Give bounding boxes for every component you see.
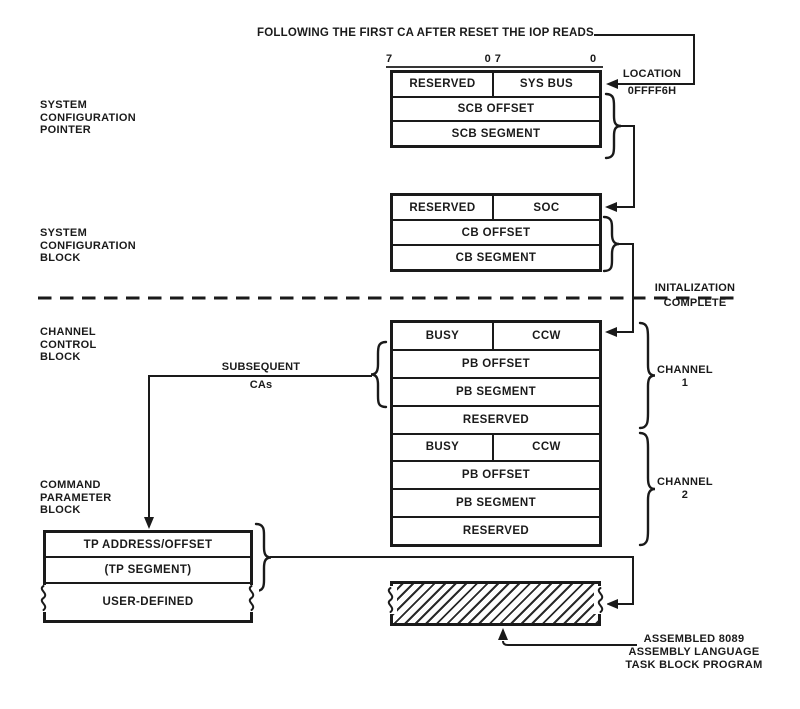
brace-cpb-pointer — [254, 522, 272, 593]
arrow-line-reset-read — [594, 34, 695, 85]
tear-squiggle-hatch-left — [387, 587, 394, 613]
top-note: FOLLOWING THE FIRST CA AFTER RESET THE I… — [257, 27, 594, 39]
ccb-ch2-row-0: BUSY CCW — [393, 432, 599, 461]
brace-channel-2 — [638, 431, 656, 547]
scp-row-0: RESERVED SYS BUS — [393, 73, 599, 96]
location-label: LOCATION — [622, 68, 682, 80]
arrowhead-assembled — [498, 628, 508, 640]
field-busy: BUSY — [393, 323, 494, 349]
subsequent-ca-label-line1: SUBSEQUENT — [221, 361, 301, 373]
label-command-parameter-block: COMMAND PARAMETER BLOCK — [40, 479, 112, 516]
field-soc: SOC — [533, 201, 560, 214]
field-reserved: RESERVED — [393, 404, 599, 433]
field-cb-segment: CB SEGMENT — [393, 244, 599, 269]
tear-squiggle-cpb-left — [40, 585, 47, 611]
ccb-ch1-row-0: BUSY CCW — [393, 323, 599, 349]
brace-scp-pointer — [604, 92, 622, 160]
label-channel-1: CHANNEL 1 — [657, 364, 713, 389]
field-pb-offset: PB OFFSET — [393, 460, 599, 488]
field-user-defined: USER-DEFINED — [46, 582, 250, 620]
field-tp-address-offset: TP ADDRESS/OFFSET — [83, 538, 213, 551]
cpb-register-block: TP ADDRESS/OFFSET (TP SEGMENT) USER-DEFI… — [43, 530, 253, 623]
arrowhead-taskblock — [606, 599, 618, 609]
scb-register-block: RESERVED SOC CB OFFSET CB SEGMENT — [390, 193, 602, 272]
scp-register-block: RESERVED SYS BUS SCB OFFSET SCB SEGMENT — [390, 70, 602, 148]
label-channel-2: CHANNEL 2 — [657, 476, 713, 501]
arrowhead-location — [606, 79, 618, 89]
init-divider-line2: COMPLETE — [663, 297, 727, 309]
bit-label-0-7: 0 7 — [484, 53, 502, 65]
subsequent-ca-label-line2: CAs — [249, 379, 273, 391]
arrowhead-ccw — [605, 327, 617, 337]
arrowhead-cpb — [144, 517, 154, 529]
field-ccw: CCW — [532, 329, 561, 342]
bit-label-0: 0 — [590, 53, 597, 65]
arrow-line-cpb-to-taskblock — [270, 556, 634, 605]
field-reserved: RESERVED — [393, 516, 599, 544]
field-scb-segment: SCB SEGMENT — [393, 120, 599, 145]
label-channel-control-block: CHANNEL CONTROL BLOCK — [40, 326, 97, 363]
init-divider-line1: INITALIZATION — [654, 282, 736, 294]
field-reserved: RESERVED — [393, 196, 494, 219]
brace-subsequent-ca-target — [370, 340, 388, 409]
arrow-line-scp-to-scb — [616, 125, 635, 208]
arrow-line-subsequent-ca — [148, 375, 372, 518]
scb-row-0: RESERVED SOC — [393, 196, 599, 219]
label-system-configuration-block: SYSTEM CONFIGURATION BLOCK — [40, 227, 136, 264]
bit-label-7: 7 — [386, 53, 393, 65]
brace-scb-pointer — [602, 215, 620, 273]
ccb-register-block: BUSY CCW PB OFFSET PB SEGMENT RESERVED B… — [390, 320, 602, 547]
label-system-configuration-pointer: SYSTEM CONFIGURATION POINTER — [40, 99, 136, 136]
label-assembled-program: ASSEMBLED 8089 ASSEMBLY LANGUAGE TASK BL… — [625, 633, 763, 671]
field-reserved: RESERVED — [393, 73, 494, 96]
brace-channel-1 — [638, 321, 656, 430]
arrow-line-assembled-note — [502, 640, 637, 646]
arrow-line-scb-to-ccb — [616, 243, 634, 333]
arrowhead-soc — [605, 202, 617, 212]
field-ccw: CCW — [532, 441, 561, 454]
field-busy: BUSY — [393, 434, 494, 461]
field-tp-segment: (TP SEGMENT) — [46, 556, 250, 582]
field-pb-segment: PB SEGMENT — [393, 488, 599, 516]
field-pb-offset: PB OFFSET — [393, 348, 599, 377]
field-cb-offset: CB OFFSET — [393, 219, 599, 244]
field-sys-bus: SYS BUS — [519, 78, 574, 91]
tear-squiggle-cpb-right — [248, 585, 255, 611]
location-address: 0FFFF6H — [627, 85, 677, 97]
field-scb-offset: SCB OFFSET — [393, 95, 599, 121]
tear-squiggle-hatch-right — [597, 587, 604, 613]
field-pb-segment: PB SEGMENT — [393, 376, 599, 405]
